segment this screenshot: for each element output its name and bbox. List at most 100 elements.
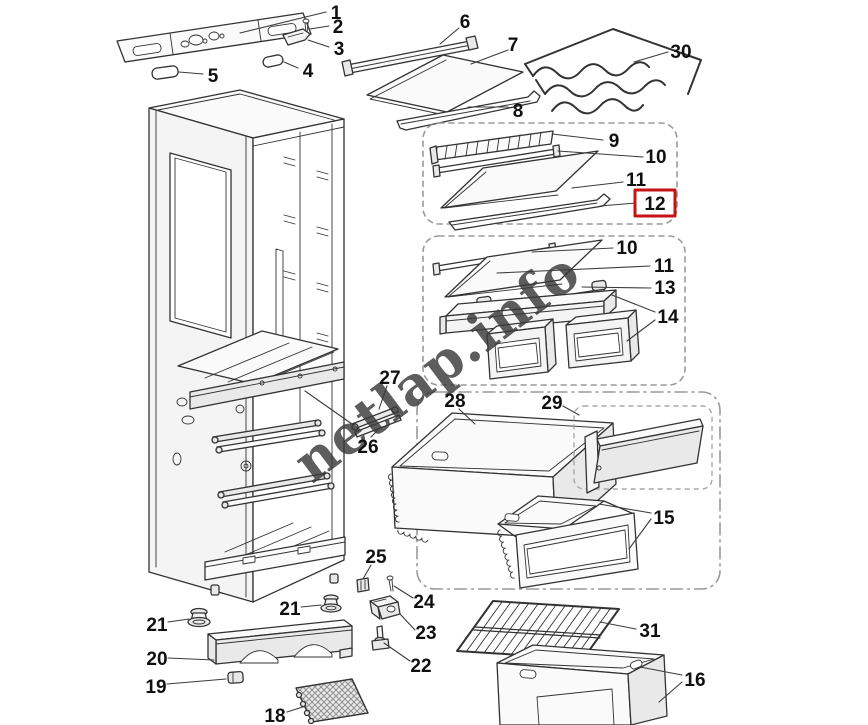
group-box-crisper-shelf: [422, 235, 686, 386]
part-6-shelf-rail: [341, 35, 479, 77]
part-9-bottle-rail: [429, 130, 554, 165]
part-label-14[interactable]: 14: [657, 307, 679, 328]
part-label-5[interactable]: 5: [208, 66, 219, 87]
leader-line-part-23: [399, 613, 416, 631]
shelf-support-notches: [283, 156, 329, 343]
leader-line-part-2: [309, 25, 330, 30]
part-24-screw: [386, 575, 394, 592]
part-4-cap: [262, 54, 284, 68]
leader-line-part-7: [470, 49, 509, 65]
part-label-15[interactable]: 15: [653, 508, 675, 529]
drawer-handle-slot: [629, 659, 643, 670]
part-3-bracket: [282, 28, 311, 46]
leader-line-part-15: [628, 518, 652, 550]
leader-line-part-4: [283, 61, 299, 69]
part-label-25[interactable]: 25: [365, 547, 387, 568]
leader-line-part-28: [458, 408, 476, 425]
part-label-23[interactable]: 23: [415, 623, 436, 644]
part-21-foot-right: [320, 594, 342, 613]
part-1-control-panel: [116, 12, 312, 63]
freezer-drawer-rails: [211, 419, 335, 509]
part-20-base-plinth: [207, 619, 353, 665]
fridge-cabinet: [148, 89, 346, 603]
part-label-28[interactable]: 28: [444, 391, 465, 412]
leader-line-part-15: [598, 503, 652, 514]
highlight-box-part-12[interactable]: [633, 188, 677, 218]
part-21-foot-left: [187, 607, 211, 628]
part-label-24[interactable]: 24: [413, 592, 435, 613]
leader-line-part-11: [571, 181, 624, 189]
leader-line-part-5: [178, 71, 204, 75]
leader-line-part-6: [439, 27, 460, 45]
part-label-9[interactable]: 9: [609, 131, 620, 152]
part-7-glass-shelf: [366, 54, 524, 117]
leader-line-part-10: [557, 150, 644, 158]
drawer-handle-slot: [504, 513, 520, 522]
part-label-13[interactable]: 13: [654, 278, 675, 299]
leader-line-part-10: [531, 247, 614, 253]
part-label-22[interactable]: 22: [410, 656, 431, 677]
leader-line-part-22: [383, 642, 411, 662]
part-11-glass-shelf: [440, 150, 599, 209]
group-box-upper-shelf: [422, 122, 678, 225]
leader-line-part-18: [286, 705, 307, 713]
drawer-handle-slot: [519, 669, 537, 679]
part-label-21[interactable]: 21: [146, 615, 168, 636]
part-label-8[interactable]: 8: [513, 101, 524, 122]
leader-line-part-3: [307, 39, 330, 48]
part-label-18[interactable]: 18: [264, 706, 285, 725]
part-label-3[interactable]: 3: [334, 39, 345, 60]
leader-line-part-1: [239, 11, 327, 34]
leader-line-part-30: [633, 51, 669, 63]
leader-line-part-21: [300, 604, 322, 608]
leader-line-part-11: [496, 265, 651, 274]
leader-line-part-29: [562, 405, 580, 416]
part-label-6[interactable]: 6: [460, 12, 471, 33]
part-label-11[interactable]: 11: [626, 170, 647, 191]
leader-line-part-16: [658, 681, 683, 703]
part-15-drawer-with-front: [497, 495, 639, 589]
part-30-wine-rack: [524, 28, 702, 115]
part-label-12[interactable]: 12: [644, 194, 665, 215]
part-5-cap: [151, 65, 179, 80]
leader-line-part-25: [362, 564, 372, 580]
part-label-16[interactable]: 16: [684, 670, 705, 691]
part-label-31[interactable]: 31: [639, 621, 661, 642]
part-label-10[interactable]: 10: [616, 238, 637, 259]
part-label-4[interactable]: 4: [303, 61, 314, 82]
leader-line-part-19: [166, 678, 227, 685]
part-label-29[interactable]: 29: [541, 393, 562, 414]
part-label-21[interactable]: 21: [279, 599, 301, 620]
part-29-flap: [573, 405, 713, 494]
part-label-19[interactable]: 19: [145, 677, 166, 698]
part-26-27-telescopic-rail: [304, 390, 402, 438]
leader-line-part-20: [167, 657, 215, 661]
part-25-cap: [356, 577, 370, 593]
part-label-7[interactable]: 7: [508, 35, 519, 56]
part-label-2[interactable]: 2: [333, 17, 344, 38]
leader-line-part-26: [370, 429, 379, 438]
part-label-11[interactable]: 11: [654, 256, 675, 277]
part-label-26[interactable]: 26: [357, 437, 378, 458]
part-18-vent-grille: [295, 678, 369, 725]
part-16-freezer-drawer: [496, 644, 668, 725]
leader-line-part-24: [393, 585, 414, 599]
leader-line-part-14: [626, 319, 656, 342]
part-label-10[interactable]: 10: [645, 147, 666, 168]
leader-line-part-13: [581, 286, 652, 289]
part-11b-glass-shelf: [444, 239, 603, 298]
leader-line-part-31: [599, 621, 637, 630]
part-8-shelf-trim: [396, 90, 541, 131]
part-label-20[interactable]: 20: [146, 649, 167, 670]
leader-line-part-12: [599, 202, 637, 207]
part-label-1[interactable]: 1: [331, 3, 342, 24]
part-14-crisper-assembly: [439, 289, 640, 380]
part-label-27[interactable]: 27: [379, 368, 400, 389]
part-23-hinge-bracket: [369, 595, 401, 620]
leader-line-part-9: [551, 133, 604, 141]
part-label-30[interactable]: 30: [670, 42, 691, 63]
part-22-bolt: [371, 625, 390, 651]
leader-line-part-16: [639, 666, 683, 676]
